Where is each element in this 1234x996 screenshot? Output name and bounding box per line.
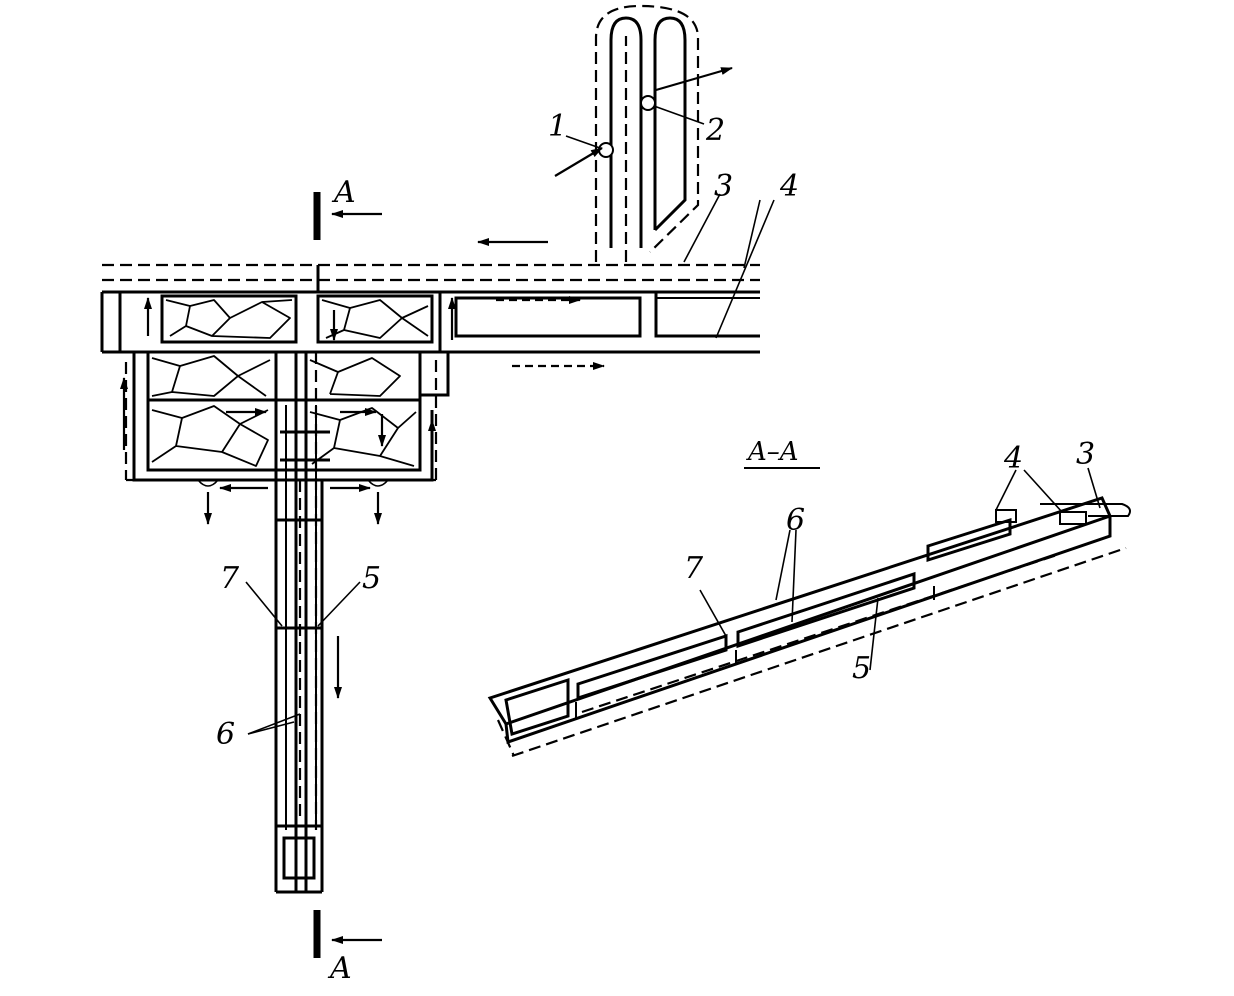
label-5: 5 (362, 561, 381, 596)
cut-label-top: A (331, 175, 356, 210)
label-2: 2 (705, 113, 725, 148)
plan-view: 1 2 3 4 7 5 6 A A (100, 4, 799, 986)
section-label-6: 6 (786, 503, 805, 538)
vertical-drift (274, 352, 330, 894)
label-4: 4 (779, 169, 799, 204)
section-title: A–A (746, 437, 799, 467)
shafts (594, 4, 700, 262)
section-label-4: 4 (1003, 441, 1023, 476)
funnel-markers (197, 479, 389, 487)
label-3: 3 (714, 169, 733, 204)
section-label-7: 7 (684, 551, 704, 586)
section-label-3: 3 (1076, 437, 1095, 472)
stope-blocks (124, 294, 450, 482)
cut-label-bottom: A (327, 951, 352, 986)
shaft-2-marker (640, 95, 656, 111)
section-view: A–A 4 3 6 7 5 (487, 437, 1131, 758)
label-7: 7 (220, 561, 240, 596)
airflow-arrows (120, 66, 733, 944)
label-1: 1 (548, 109, 567, 144)
leader-lines (245, 105, 775, 735)
label-6: 6 (216, 717, 235, 752)
main-drift (100, 263, 760, 354)
section-label-5: 5 (852, 651, 871, 686)
shaft-1-marker (598, 142, 614, 158)
